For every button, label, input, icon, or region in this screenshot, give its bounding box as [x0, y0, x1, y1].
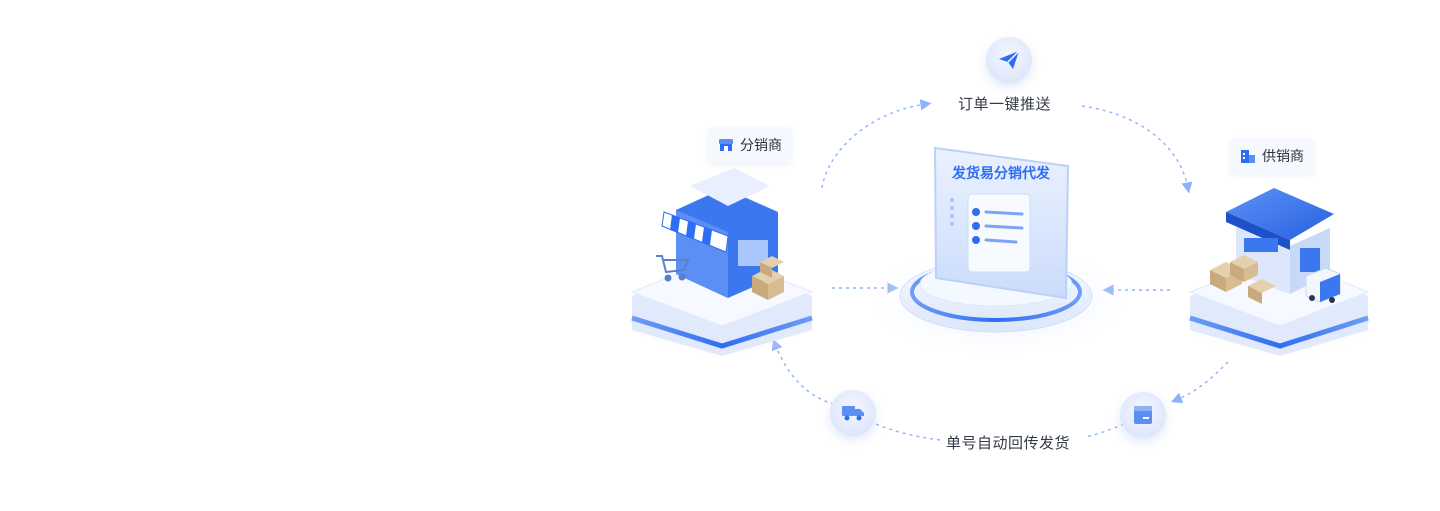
paper-plane-icon	[999, 50, 1020, 69]
arrow-top-to-right	[1081, 105, 1193, 194]
bottom-right-icon	[1120, 392, 1166, 438]
arrow-bottom-to-left	[771, 338, 835, 405]
arrow-left-to-top	[821, 99, 932, 189]
supplier-tag-label: 供销商	[1262, 148, 1304, 164]
store-icon	[719, 139, 733, 151]
center-platform: 发货易分销代发	[858, 146, 1138, 360]
warehouse-boxes	[1210, 255, 1276, 304]
top-icon-button	[986, 37, 1032, 83]
truck-icon	[842, 406, 864, 421]
building-icon	[1241, 150, 1255, 163]
shop-awning	[661, 211, 729, 253]
arrow-bottom-left-connector	[875, 423, 941, 441]
delivery-truck	[1305, 267, 1341, 303]
shopping-cart	[656, 255, 690, 282]
bottom-left-icon	[830, 390, 876, 436]
distributor-tag-label: 分销商	[740, 137, 782, 153]
top-flow-label: 订单一键推送	[958, 96, 1052, 113]
parcel-boxes	[752, 256, 784, 300]
package-icon	[1134, 406, 1152, 424]
supplier-tag: 供销商	[1230, 138, 1314, 174]
center-title: 发货易分销代发	[951, 165, 1051, 181]
arrow-bottom-right-connector	[1085, 423, 1125, 438]
supplier-platform	[1176, 188, 1384, 360]
arrow-right-to-bottom	[1170, 361, 1229, 404]
distributor-tag: 分销商	[708, 127, 792, 163]
bottom-flow-label: 单号自动回传发货	[946, 435, 1071, 452]
distributor-platform	[622, 168, 822, 358]
